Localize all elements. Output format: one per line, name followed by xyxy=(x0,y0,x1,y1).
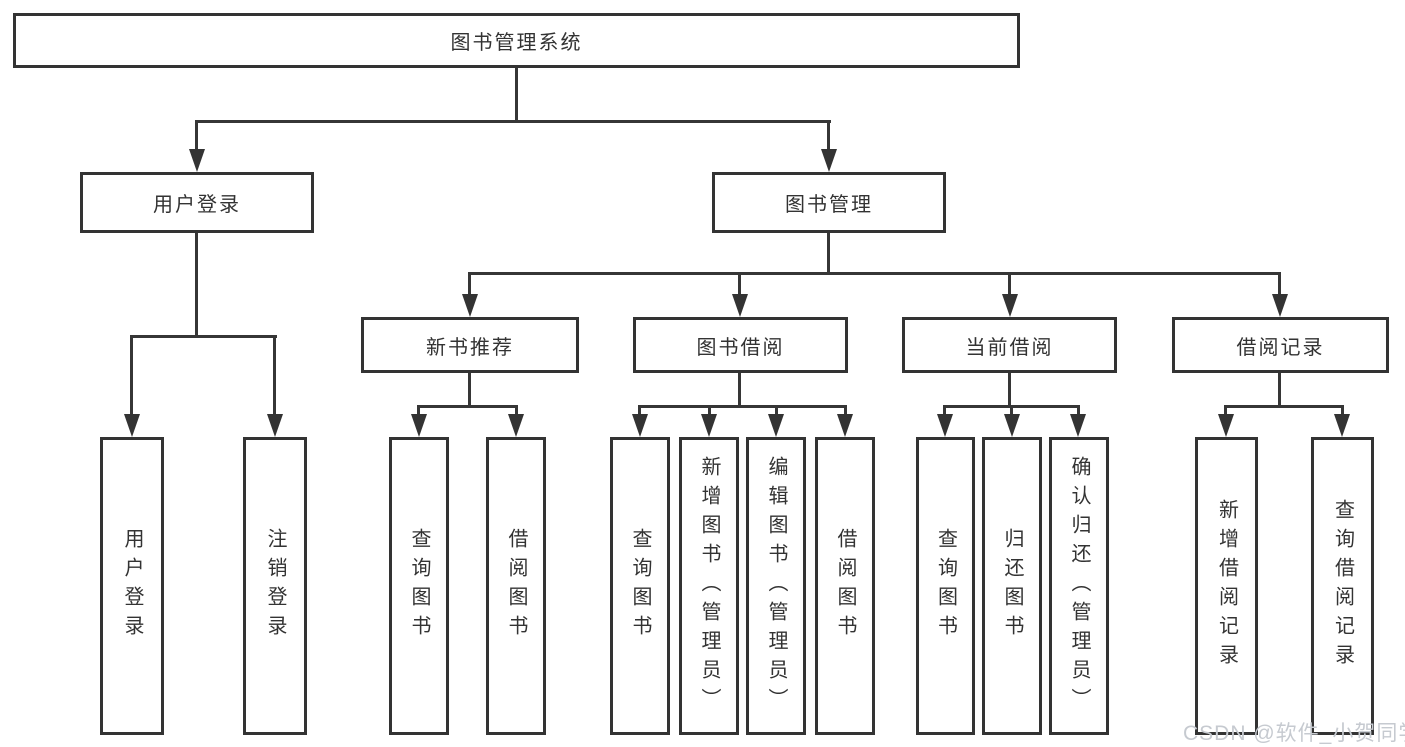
arrowhead-icon xyxy=(1334,414,1350,437)
arrowhead-icon xyxy=(1004,414,1020,437)
connector-borrow-records-bus xyxy=(1224,405,1344,408)
connector-user-login-stem xyxy=(195,233,198,335)
leaf-return-books: 归还图书 xyxy=(982,437,1042,735)
leaf-label: 查询借阅记录 xyxy=(1331,499,1354,673)
connector-root-stem xyxy=(515,68,518,120)
connector-book-borrowing-stem xyxy=(738,373,741,405)
arrowhead-icon xyxy=(768,414,784,437)
node-book-management-system: 图书管理系统 xyxy=(13,13,1020,68)
leaf-query-books-recommend: 查询图书 xyxy=(389,437,449,735)
connector-drop-leaf-logout xyxy=(273,335,276,416)
node-book-borrowing: 图书借阅 xyxy=(633,317,848,373)
leaf-label: 编辑图书（管理员） xyxy=(765,455,787,717)
connector-book-borrowing-bus xyxy=(638,405,847,408)
leaf-add-books-admin: 新增图书（管理员） xyxy=(679,437,739,735)
connector-drop-new-book xyxy=(468,272,471,296)
connector-root-bus xyxy=(195,120,831,123)
connector-new-book-bus xyxy=(417,405,518,408)
leaf-add-borrow-record: 新增借阅记录 xyxy=(1195,437,1258,735)
csdn-watermark: CSDN @软件_小贺同学 xyxy=(1183,722,1405,745)
connector-drop-current-borrowing xyxy=(1008,272,1011,296)
leaf-label: 借阅图书 xyxy=(505,528,527,644)
connector-drop-book-borrowing xyxy=(738,272,741,296)
leaf-query-borrow-record: 查询借阅记录 xyxy=(1311,437,1374,735)
connector-user-login-bus xyxy=(130,335,277,338)
connector-drop xyxy=(417,405,420,416)
connector-drop xyxy=(943,405,946,416)
connector-book-management-bus xyxy=(468,272,1281,275)
connector-drop xyxy=(1077,405,1080,416)
leaf-label: 注销登录 xyxy=(264,528,286,644)
connector-drop-leaf-user-login xyxy=(130,335,133,416)
arrowhead-icon xyxy=(1070,414,1086,437)
arrowhead-icon xyxy=(821,149,837,172)
connector-drop xyxy=(775,405,778,416)
arrowhead-icon xyxy=(508,414,524,437)
connector-drop xyxy=(1224,405,1227,416)
connector-book-management-stem xyxy=(827,233,830,272)
connector-drop-user-login xyxy=(195,120,198,151)
connector-drop xyxy=(1010,405,1013,416)
arrowhead-icon xyxy=(1002,294,1018,317)
arrowhead-icon xyxy=(632,414,648,437)
node-new-book-recommendation: 新书推荐 xyxy=(361,317,579,373)
connector-current-borrowing-stem xyxy=(1008,373,1011,405)
node-borrowing-records: 借阅记录 xyxy=(1172,317,1389,373)
leaf-query-books-current: 查询图书 xyxy=(916,437,975,735)
arrowhead-icon xyxy=(1218,414,1234,437)
arrowhead-icon xyxy=(124,414,140,437)
leaf-confirm-return-admin: 确认归还（管理员） xyxy=(1049,437,1109,735)
connector-new-book-stem xyxy=(468,373,471,405)
connector-drop xyxy=(638,405,641,416)
leaf-borrow-books-recommend: 借阅图书 xyxy=(486,437,546,735)
leaf-edit-books-admin: 编辑图书（管理员） xyxy=(746,437,806,735)
leaf-label: 确认归还（管理员） xyxy=(1068,455,1090,717)
leaf-label: 用户登录 xyxy=(121,528,143,644)
arrowhead-icon xyxy=(732,294,748,317)
arrowhead-icon xyxy=(189,149,205,172)
leaf-query-books-borrowing: 查询图书 xyxy=(610,437,670,735)
arrowhead-icon xyxy=(937,414,953,437)
leaf-label: 查询图书 xyxy=(934,528,957,644)
connector-drop-borrow-records xyxy=(1278,272,1281,296)
leaf-user-login: 用户登录 xyxy=(100,437,164,735)
leaf-logout: 注销登录 xyxy=(243,437,307,735)
leaf-label: 归还图书 xyxy=(1001,528,1023,644)
leaf-label: 新增借阅记录 xyxy=(1215,499,1238,673)
leaf-label: 新增图书（管理员） xyxy=(698,455,720,717)
node-user-login: 用户登录 xyxy=(80,172,314,233)
connector-drop xyxy=(1341,405,1344,416)
node-book-management: 图书管理 xyxy=(712,172,946,233)
leaf-label: 查询图书 xyxy=(408,528,430,644)
leaf-borrow-books: 借阅图书 xyxy=(815,437,875,735)
arrowhead-icon xyxy=(411,414,427,437)
connector-drop xyxy=(708,405,711,416)
connector-drop-book-management xyxy=(827,120,830,151)
node-current-borrowing: 当前借阅 xyxy=(902,317,1117,373)
arrowhead-icon xyxy=(462,294,478,317)
connector-drop xyxy=(844,405,847,416)
connector-drop xyxy=(515,405,518,416)
arrowhead-icon xyxy=(837,414,853,437)
arrowhead-icon xyxy=(1272,294,1288,317)
leaf-label: 借阅图书 xyxy=(834,528,856,644)
connector-borrow-records-stem xyxy=(1278,373,1281,405)
arrowhead-icon xyxy=(267,414,283,437)
leaf-label: 查询图书 xyxy=(629,528,651,644)
arrowhead-icon xyxy=(701,414,717,437)
